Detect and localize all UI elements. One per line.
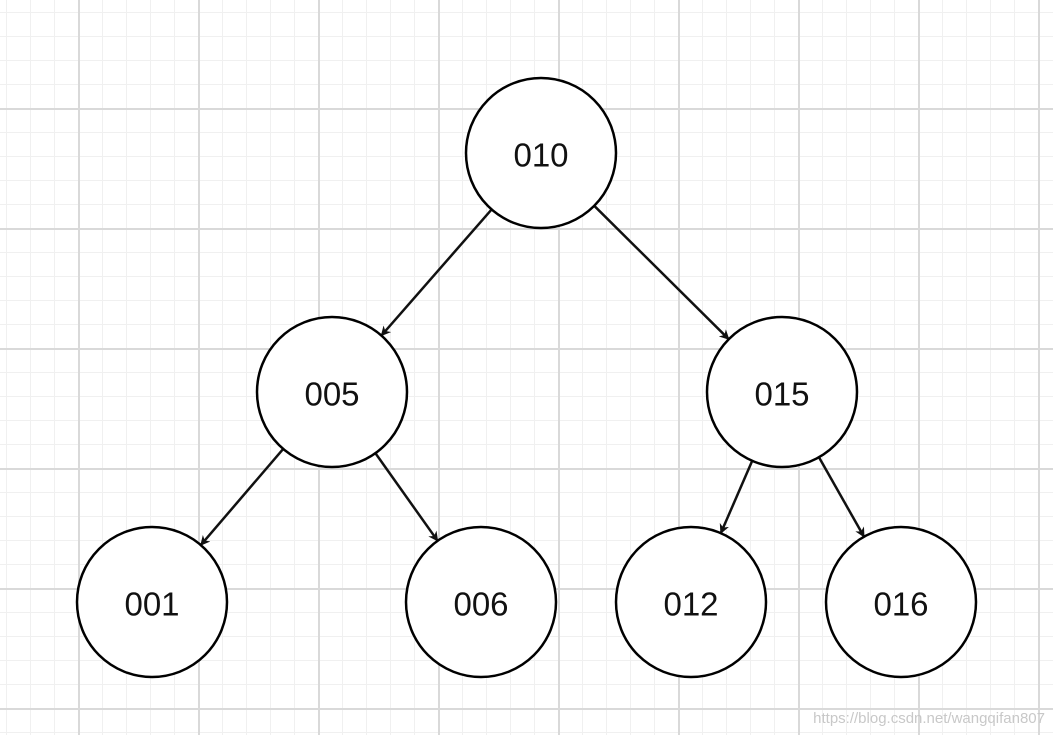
node-circle xyxy=(75,525,229,679)
node-circle xyxy=(614,525,768,679)
node-label: 016 xyxy=(873,586,928,623)
tree-node-001: 001 xyxy=(75,525,229,679)
edge-015-016 xyxy=(817,456,866,538)
tree-node-010: 010 xyxy=(464,76,618,230)
edge-005-001 xyxy=(199,448,285,546)
edge-010-005 xyxy=(380,208,493,337)
tree-node-005: 005 xyxy=(255,315,409,469)
node-label: 001 xyxy=(124,586,179,623)
watermark-text: https://blog.csdn.net/wangqifan807 xyxy=(813,710,1045,727)
node-circle xyxy=(255,315,409,469)
node-circle xyxy=(464,76,618,230)
tree-node-015: 015 xyxy=(705,315,859,469)
tree-node-012: 012 xyxy=(614,525,768,679)
node-label: 010 xyxy=(513,137,568,174)
node-label: 012 xyxy=(663,586,718,623)
edges-layer xyxy=(199,204,866,546)
node-label: 006 xyxy=(453,586,508,623)
nodes-layer: 010 005 015 001 006 012 016 xyxy=(75,76,978,679)
tree-node-006: 006 xyxy=(404,525,558,679)
node-label: 005 xyxy=(304,376,359,413)
edge-005-006 xyxy=(374,452,439,542)
node-label: 015 xyxy=(754,376,809,413)
node-circle xyxy=(705,315,859,469)
edge-015-012 xyxy=(719,460,754,535)
node-circle xyxy=(404,525,558,679)
tree-node-016: 016 xyxy=(824,525,978,679)
edge-010-015 xyxy=(593,204,730,341)
node-circle xyxy=(824,525,978,679)
